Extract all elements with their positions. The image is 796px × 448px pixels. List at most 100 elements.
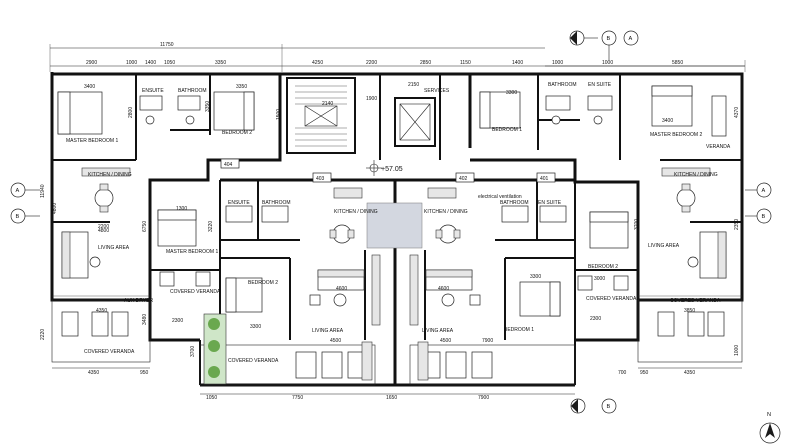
dim-side: 2800 [128,107,134,118]
dim-bottom: 4350 [684,370,695,376]
dim-inner: 3300 [530,274,541,280]
room-bedroom-2: BEDROOM 2 [248,280,278,286]
north-label: N [767,412,771,418]
dim-bottom: 700 [618,370,627,376]
dim-inner: 2150 [408,82,419,88]
apartment-tags: 404 403 402 401 [220,158,556,183]
dim-side: 1500 [276,109,282,120]
dim-top: 1400 [512,60,523,66]
dim-top: 1050 [164,60,175,66]
room-master-bedroom-2: MASTER BEDROOM 2 [650,132,702,138]
section-marker-bottom-b: B [601,398,617,414]
dim-inner: 3300 [250,324,261,330]
section-marker-top-b: B [601,30,617,60]
dim-inner: 4800 [98,228,109,234]
section-marker-top-c: A [623,30,639,46]
apartment-404: 404 [224,162,233,168]
room-ensuite: EN SUITE [538,200,562,206]
dim-inner: 3850 [684,308,695,314]
section-label: B [762,214,766,220]
section-markers: A B A B B A [10,30,772,414]
sofas [61,231,727,307]
room-master-bedroom-1: MASTER BEDROOM 1 [66,138,118,144]
room-covered-veranda: COVERED VERANDA [586,296,637,302]
dim-side: 4800 [52,203,58,214]
dim-top: 1000 [126,60,137,66]
dim-side: 4370 [734,107,740,118]
room-covered-veranda: COVERED VERANDA [84,349,135,355]
dim-bottom: 950 [640,370,649,376]
kitchen-counters [81,167,711,326]
dim-inner: 2300 [590,316,601,322]
dim-inner: 3000 [594,276,605,282]
dim-inner: 3400 [662,118,673,124]
room-veranda: VERANDA [706,144,731,150]
room-master-bedroom-1: MASTER BEDROOM 1 [166,249,218,255]
section-label: A [16,188,20,194]
room-bedroom-1: BEDROOM 1 [492,127,522,133]
dim-side: 3350 [205,101,211,112]
dim-bottom: 7750 [292,395,303,401]
room-kitchen-dining: KITCHEN / DINING [88,172,132,178]
dim-side: 3480 [142,314,148,325]
dim-top: 2900 [86,60,97,66]
room-living-area: LIVING AREA [648,243,680,249]
room-bathroom: BATHROOM [548,82,577,88]
room-aux: AUX DRYER [124,298,153,304]
dim-side: 11940 [40,184,46,198]
dim-side: 3700 [190,346,196,357]
dim-core: 2140 [322,101,333,107]
dim-bottom: 4350 [88,370,99,376]
section-label: A [762,188,766,194]
dim-top: 1400 [145,60,156,66]
section-label: B [607,36,611,42]
section-label: B [16,214,20,220]
room-bedroom-2: BEDROOM 2 [222,130,252,136]
room-electrical: electrical ventilation [478,194,522,200]
dim-side: 2350 [734,219,740,230]
dim-inner: 4500 [440,338,451,344]
dim-inner: 3400 [84,84,95,90]
dim-top: 2850 [420,60,431,66]
dim-top: 2200 [366,60,377,66]
apartment-403: 403 [316,176,325,182]
inner-dimensions: 3400 3350 2150 3300 3400 1900 3300 4600 … [84,82,695,344]
dim-side: 2220 [40,329,46,340]
dim-side: 6750 [142,221,148,232]
dim-inner: 2200 [98,224,109,230]
side-dimensions: 11940 6750 2220 3700 4370 2350 3700 1000… [40,101,740,357]
dim-side: 3220 [208,221,214,232]
room-ensuite: ENSUITE [142,88,164,94]
stair-core: 2140 [295,85,431,147]
dim-inner: 7900 [482,338,493,344]
room-bathroom: BATHROOM [178,88,207,94]
planters [203,313,227,385]
north-arrow: N [759,412,781,444]
dim-top: 1000 [602,60,613,66]
section-label: A [629,36,633,42]
dim-bottom: 1650 [386,395,397,401]
room-living-area: LIVING AREA [98,245,130,251]
section-marker-top-a [569,30,598,46]
dim-top: 1150 [460,60,471,66]
room-services: SERVICES [424,88,450,94]
room-ensuite: EN SUITE [588,82,612,88]
level-marker: +57.05 [381,166,403,173]
dim-inner: 4600 [438,286,449,292]
apartment-402: 402 [459,176,468,182]
bathroom-fixtures [139,95,727,223]
room-bedroom-2: BEDROOM 2 [588,264,618,270]
room-living-area: LIVING AREA [422,328,454,334]
dim-bottom: 950 [140,370,149,376]
room-kitchen-dining: KITCHEN / DINING [674,172,718,178]
dim-top: 1000 [552,60,563,66]
landing-marker: +57.05 [366,160,423,249]
room-labels: MASTER BEDROOM 1 ENSUITE BATHROOM BEDROO… [66,82,731,364]
dim-side: 3700 [634,219,640,230]
dim-inner: 4600 [336,286,347,292]
section-marker-right-b: B [745,208,772,224]
room-covered-veranda: COVERED VERANDA [170,289,221,295]
apartment-401: 401 [540,176,549,182]
beds [57,85,693,317]
room-ensuite: ENSUITE [228,200,250,206]
